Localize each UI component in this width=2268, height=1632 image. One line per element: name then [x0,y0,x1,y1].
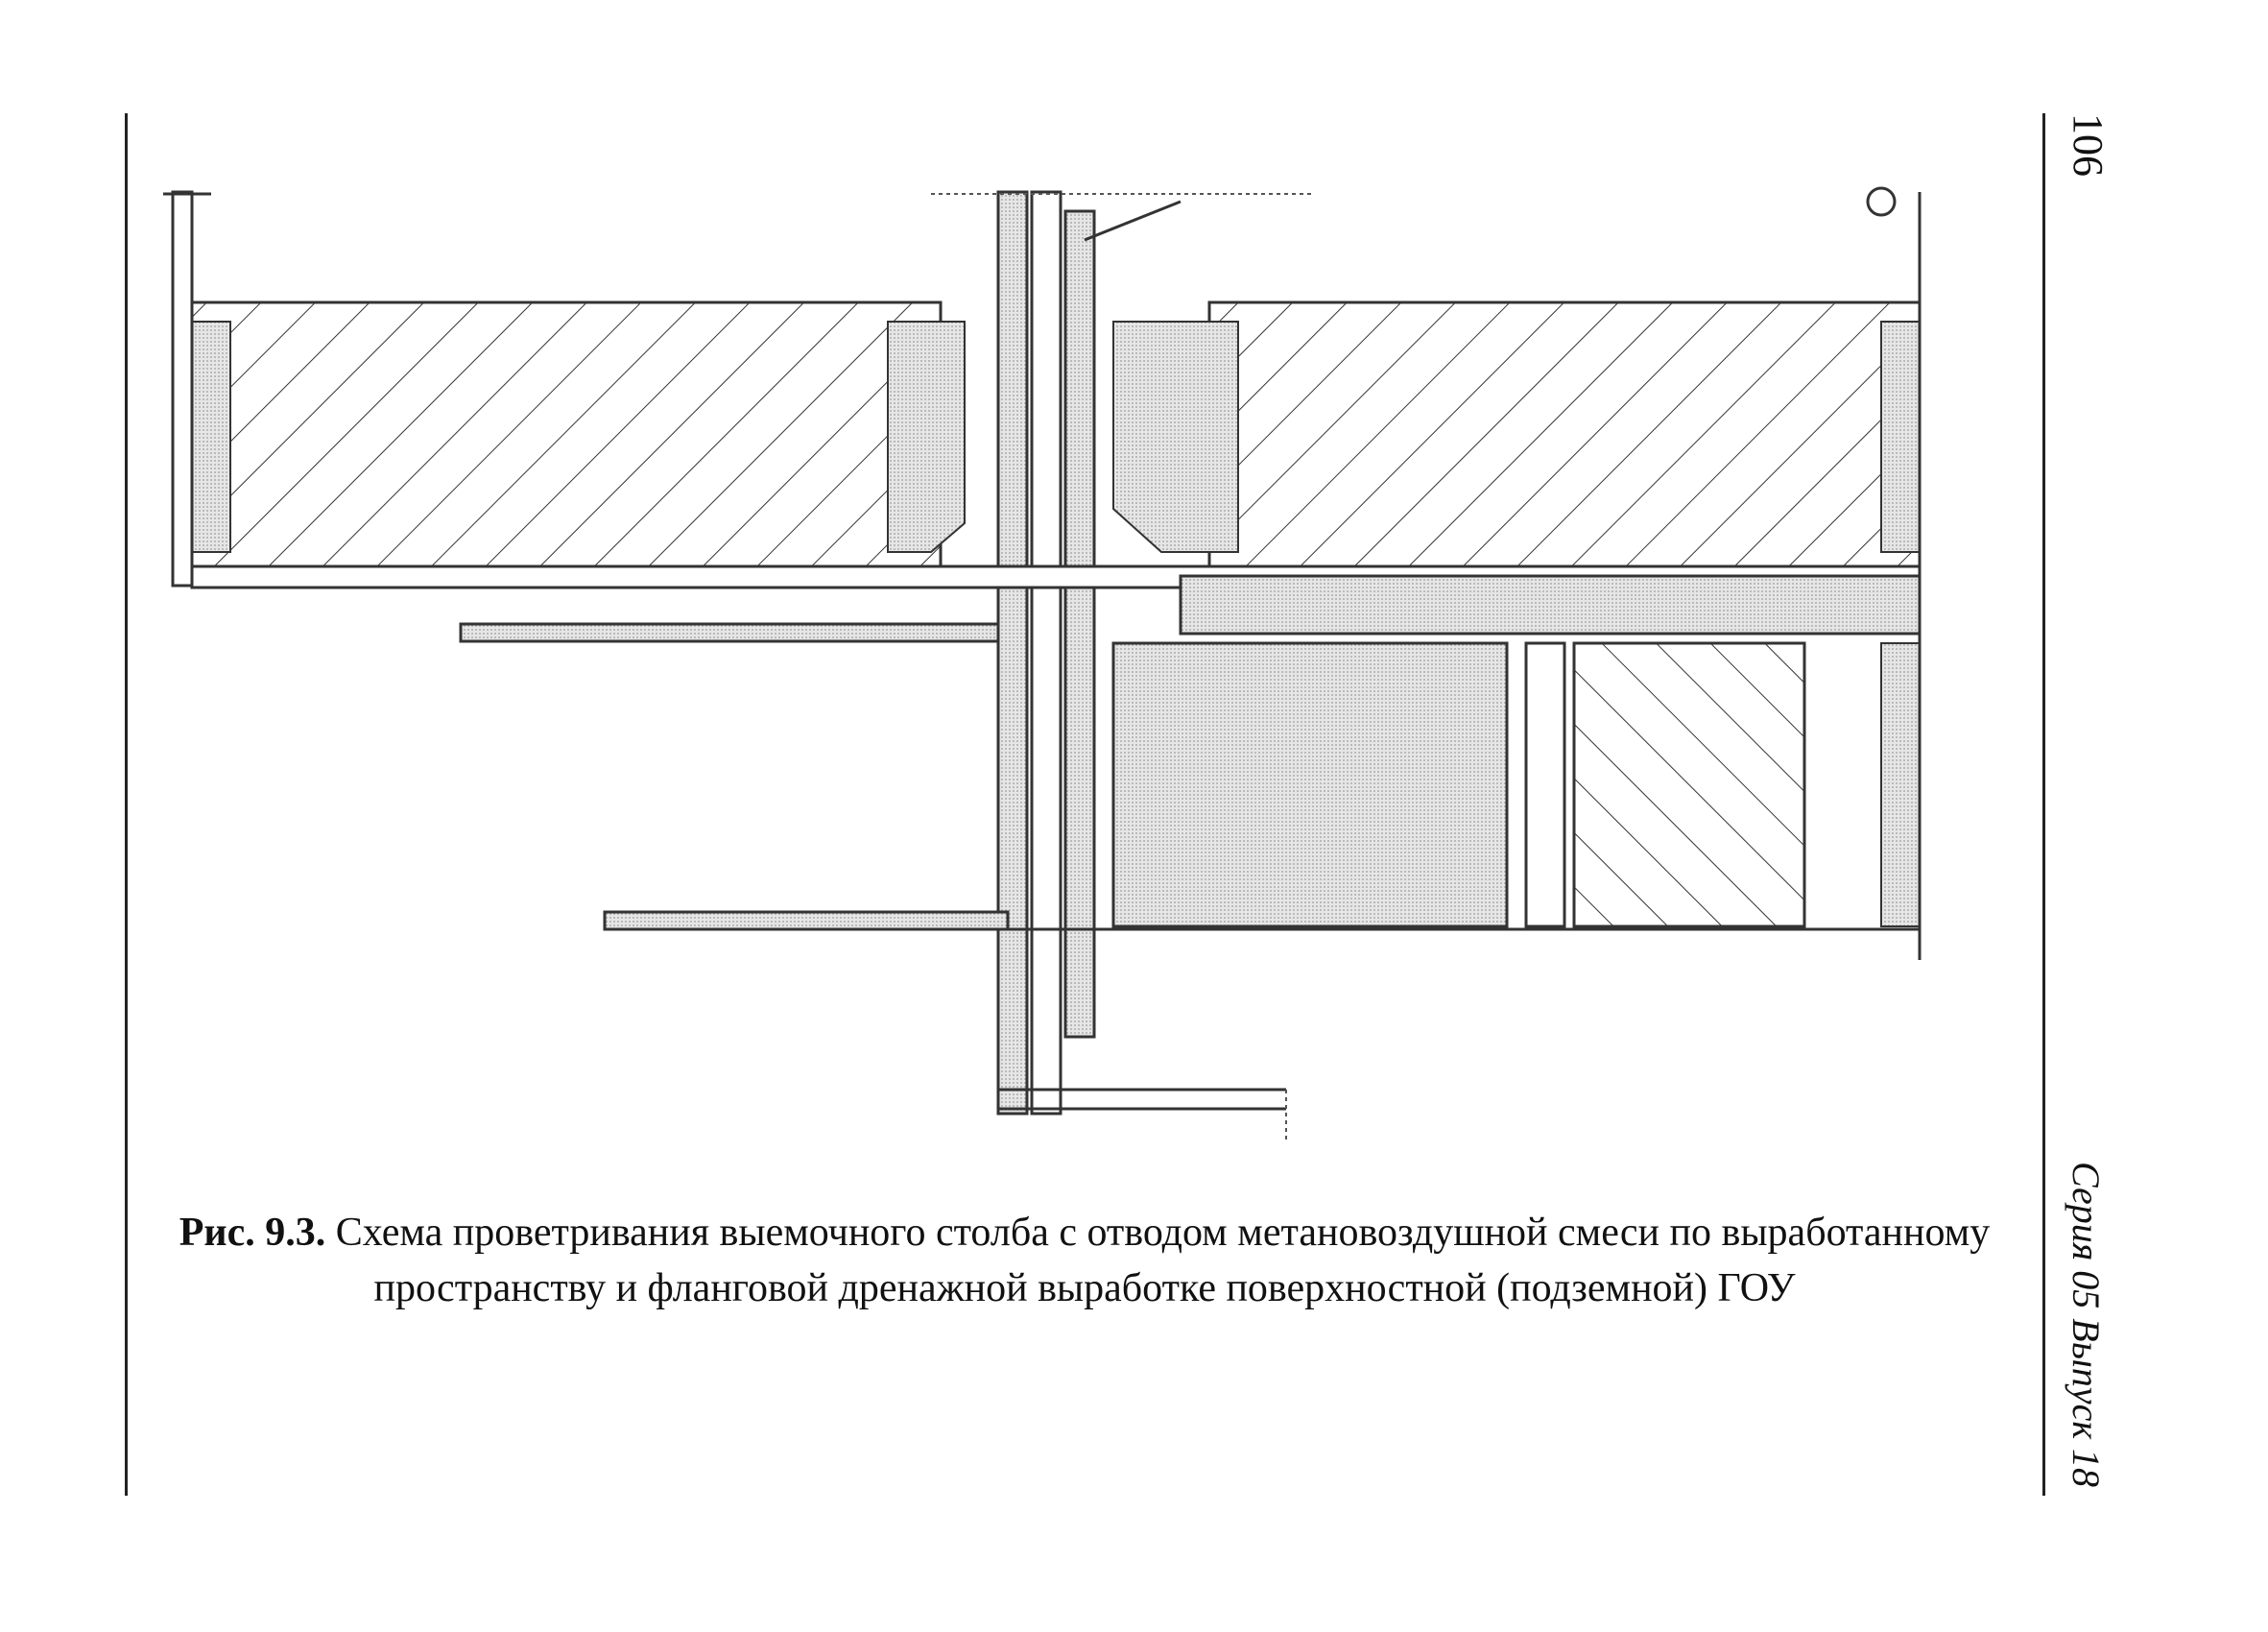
upper-goaf-left [190,300,966,568]
figure-caption-text: Схема проветривания выемочного столба с … [325,1211,1991,1310]
page-number: 106 [2065,113,2112,177]
upper-goaf-right [1112,300,1922,568]
right-margin-rule [2042,113,2045,1496]
horizontal-drift [190,564,1922,643]
left-margin-rule [125,113,128,1496]
series-label: Серия 05 Выпуск 18 [2065,1162,2108,1488]
central-drifts [931,190,1315,1116]
figure-caption: Рис. 9.3. Схема проветривания выемочного… [144,1205,2025,1316]
ventilation-scheme-figure [163,186,1922,1142]
figure-caption-label: Рис. 9.3. [179,1211,326,1255]
bottom-outlet [998,1088,1287,1142]
lower-panel [603,186,1922,960]
left-drift [163,190,211,588]
